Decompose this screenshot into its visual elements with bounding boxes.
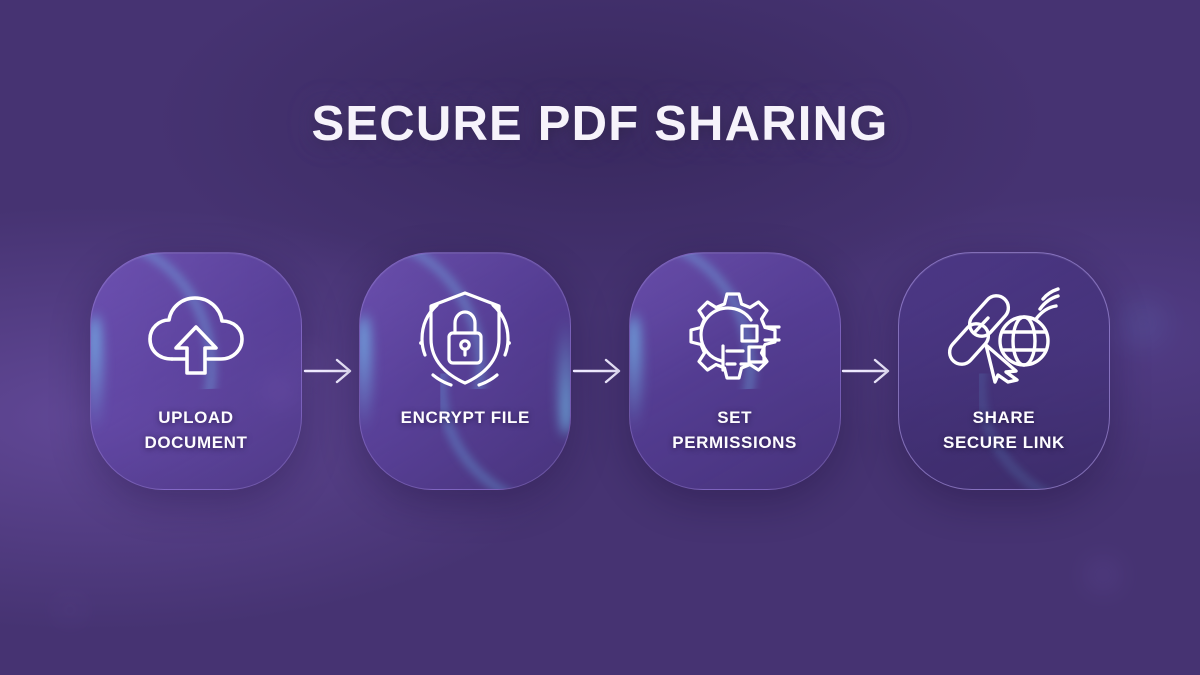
step-label: SHARE SECURE LINK	[943, 408, 1065, 452]
step-label: ENCRYPT FILE	[400, 408, 530, 427]
link-globe-share-icon	[947, 284, 1060, 394]
flow-step-upload-document[interactable]: UPLOAD DOCUMENT	[90, 252, 302, 490]
arrow-right-icon	[572, 354, 628, 388]
flow-step-encrypt-file[interactable]: ENCRYPT FILE	[359, 252, 572, 490]
process-flow: UPLOAD DOCUMENT	[90, 252, 1110, 490]
step-card	[897, 252, 1110, 490]
step-label: SET PERMISSIONS	[672, 408, 797, 452]
shield-lock-icon	[410, 284, 520, 394]
flow-step-set-permissions[interactable]: SET PERMISSIONS	[628, 252, 841, 490]
step-card	[628, 252, 841, 490]
flow-step-share-secure-link[interactable]: SHARE SECURE LINK	[897, 252, 1110, 490]
gear-settings-icon	[680, 284, 790, 394]
step-label: UPLOAD DOCUMENT	[144, 408, 248, 452]
cloud-upload-icon	[141, 284, 251, 394]
page-title: SECURE PDF SHARING	[311, 97, 889, 151]
arrow-right-icon	[841, 354, 897, 388]
arrow-right-icon	[303, 354, 359, 388]
